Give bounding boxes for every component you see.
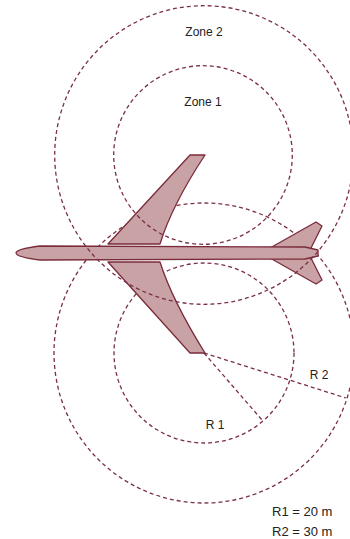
- zone-outline: [113, 65, 293, 245]
- lower-stabilizer: [270, 256, 322, 284]
- zone-boundary: [114, 66, 293, 245]
- dimension-note: R2 = 30 m: [272, 524, 332, 539]
- zone-boundary: [55, 6, 350, 305]
- lower-wing: [108, 262, 205, 353]
- zone-circle: Zone 2 Zone 1: [54, 5, 350, 305]
- radius-1-line: [204, 353, 262, 420]
- zone-label: Zone 2: [185, 25, 222, 39]
- fuselage: [16, 246, 318, 260]
- radius-label: R 2: [310, 368, 329, 382]
- radius-2-line: [204, 353, 346, 398]
- upper-stabilizer: [270, 222, 322, 250]
- zone-label: Zone 1: [184, 95, 221, 109]
- dimension-note: R1 = 20 m: [272, 504, 332, 520]
- zone-outline: [54, 5, 350, 305]
- zone-circle: Zone 1: [113, 65, 293, 245]
- radius-label: R 1: [206, 418, 225, 432]
